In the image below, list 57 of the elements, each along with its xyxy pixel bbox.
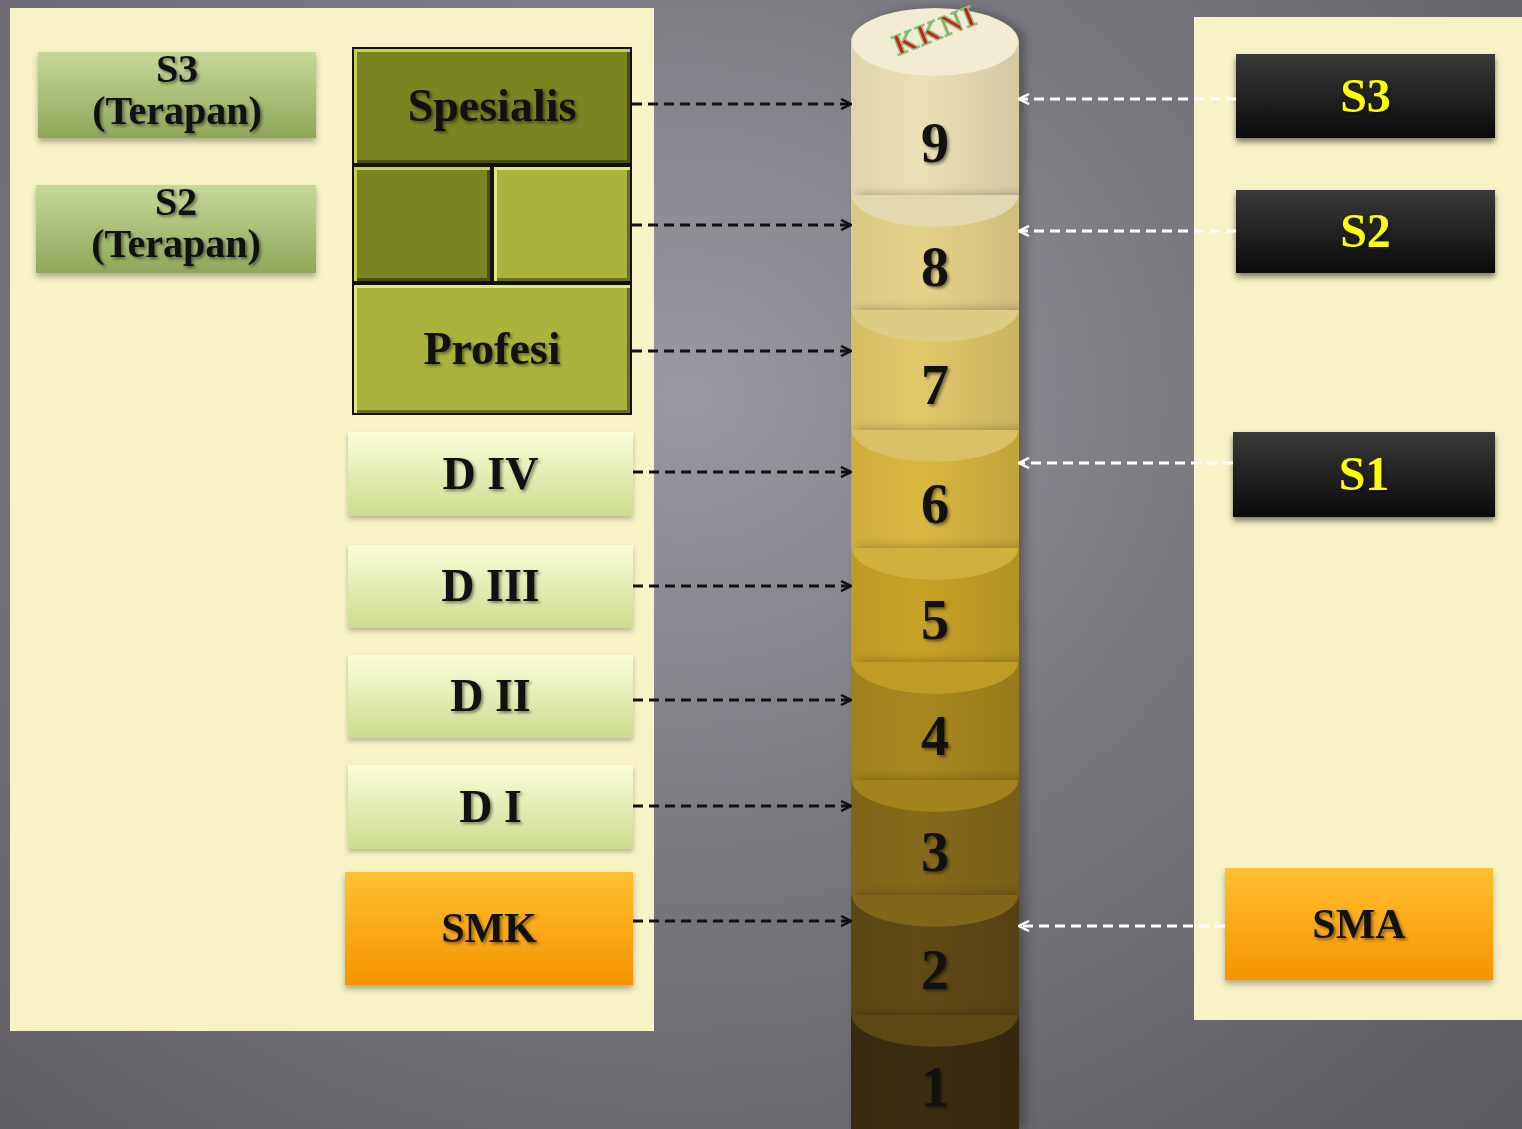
- level-number: 3: [921, 823, 949, 882]
- degree-box: [1233, 432, 1495, 517]
- level-label: SMK: [441, 906, 537, 951]
- arrow: [1017, 224, 1236, 238]
- level-label: D II: [450, 672, 531, 721]
- level-label: S3: [1340, 70, 1391, 122]
- arrow: [632, 97, 853, 111]
- diploma-box: [348, 655, 633, 738]
- framework-label: KKNI: [888, 0, 982, 61]
- degree-box: [1236, 54, 1495, 138]
- level-label: S2 (Terapan): [90, 181, 262, 265]
- cylinder-segment: [851, 662, 1019, 780]
- level-label: S3 (Terapan): [91, 48, 263, 132]
- level-label: SMA: [1312, 901, 1406, 947]
- level-label: Spesialis: [407, 81, 577, 131]
- arrow: [633, 579, 853, 593]
- arrow: [633, 799, 853, 813]
- arrow: [633, 693, 853, 707]
- arrow: [1017, 919, 1225, 933]
- level-label: D IV: [442, 449, 539, 499]
- diploma-box: [348, 432, 633, 516]
- level-number: 8: [921, 238, 949, 297]
- level-number: 7: [921, 355, 949, 415]
- level-label: D I: [459, 782, 522, 832]
- level-box: [352, 283, 632, 415]
- arrow: [632, 218, 853, 232]
- cylinder-segment: [851, 780, 1019, 895]
- degree-box: [1236, 190, 1495, 273]
- level-label: S2: [1340, 206, 1391, 257]
- diploma-box: [348, 545, 633, 628]
- level-box: [352, 47, 632, 165]
- arrow: [1017, 456, 1233, 470]
- degree-box: [36, 185, 316, 273]
- level-label: S1: [1338, 449, 1390, 500]
- arrow: [633, 465, 853, 479]
- level-label: Profesi: [423, 324, 561, 374]
- cylinder-segment: [851, 310, 1019, 430]
- diploma-box: [348, 765, 633, 849]
- level-label: D III: [441, 562, 540, 611]
- level-number: 5: [921, 590, 949, 650]
- degree-box: [38, 52, 316, 138]
- school-box: [1225, 868, 1493, 980]
- empty-box: [1194, 17, 1522, 1020]
- cylinder-segment: [851, 430, 1019, 548]
- arrow: [1017, 92, 1236, 106]
- cylinder-segment: [851, 195, 1019, 310]
- arrow: [633, 914, 853, 928]
- cylinder-segment: [851, 1015, 1019, 1129]
- level-number: 6: [921, 474, 949, 534]
- cylinder-segment: [851, 895, 1019, 1015]
- level-number: 9: [921, 114, 949, 173]
- empty-box: [10, 8, 654, 1031]
- level-number: 2: [921, 940, 949, 1000]
- arrow: [632, 344, 853, 358]
- level-number: 4: [921, 706, 949, 766]
- school-box: [345, 872, 633, 985]
- cylinder-segment: [851, 548, 1019, 662]
